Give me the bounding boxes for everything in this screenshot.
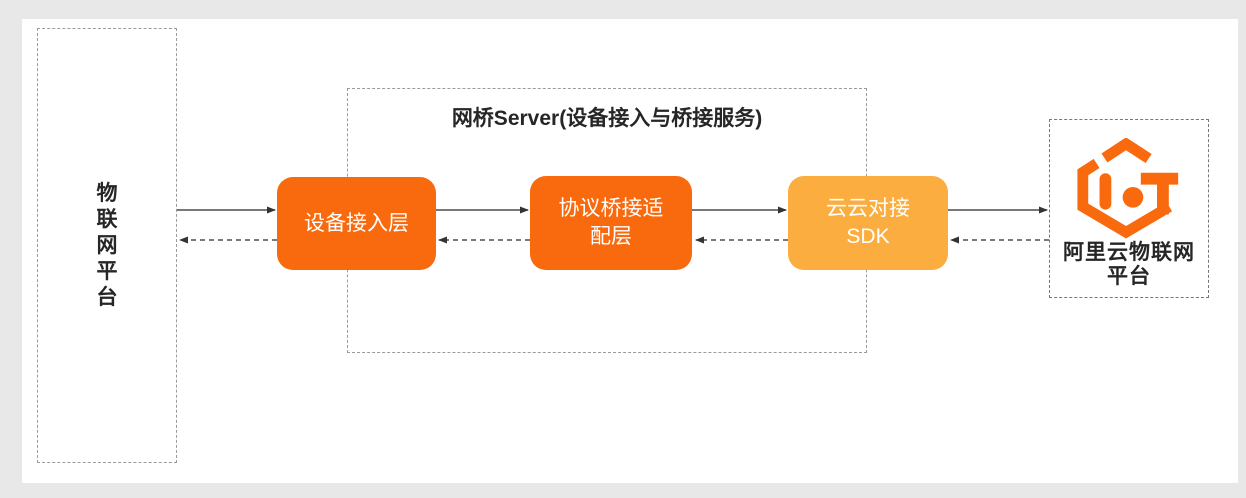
logo-letter-t [1140, 172, 1178, 215]
bridge-server-title: 网桥Server(设备接入与桥接服务) [451, 107, 763, 130]
iot-platform-box: 物联网平台 [37, 28, 177, 463]
aliyun-platform-box: 阿里云物联网 平台 [1049, 119, 1209, 298]
logo-letter-o [1122, 187, 1143, 208]
node-device-access-label: 设备接入层 [304, 211, 409, 235]
node-cloud-sdk-label-line2: SDK [846, 225, 890, 248]
node-protocol-bridge-label-line1: 协议桥接适 [558, 197, 664, 220]
node-protocol-bridge: 协议桥接适 配层 [530, 176, 692, 270]
node-cloud-sdk: 云云对接 SDK [788, 176, 948, 270]
aliyun-platform-label-line1: 阿里云物联网 [1063, 241, 1195, 264]
iot-platform-label: 物联网平台 [96, 181, 118, 309]
aliyun-platform-label-line2: 平台 [1107, 265, 1151, 288]
node-protocol-bridge-label-line2: 配层 [590, 225, 632, 248]
node-device-access: 设备接入层 [277, 177, 436, 270]
node-cloud-sdk-label-line1: 云云对接 [826, 197, 910, 220]
aliyun-iot-logo-icon [1076, 138, 1178, 239]
aliyun-platform-label: 阿里云物联网 平台 [1063, 241, 1195, 289]
logo-hexagon-body [1076, 158, 1172, 239]
logo-hexagon-top [1100, 138, 1152, 164]
